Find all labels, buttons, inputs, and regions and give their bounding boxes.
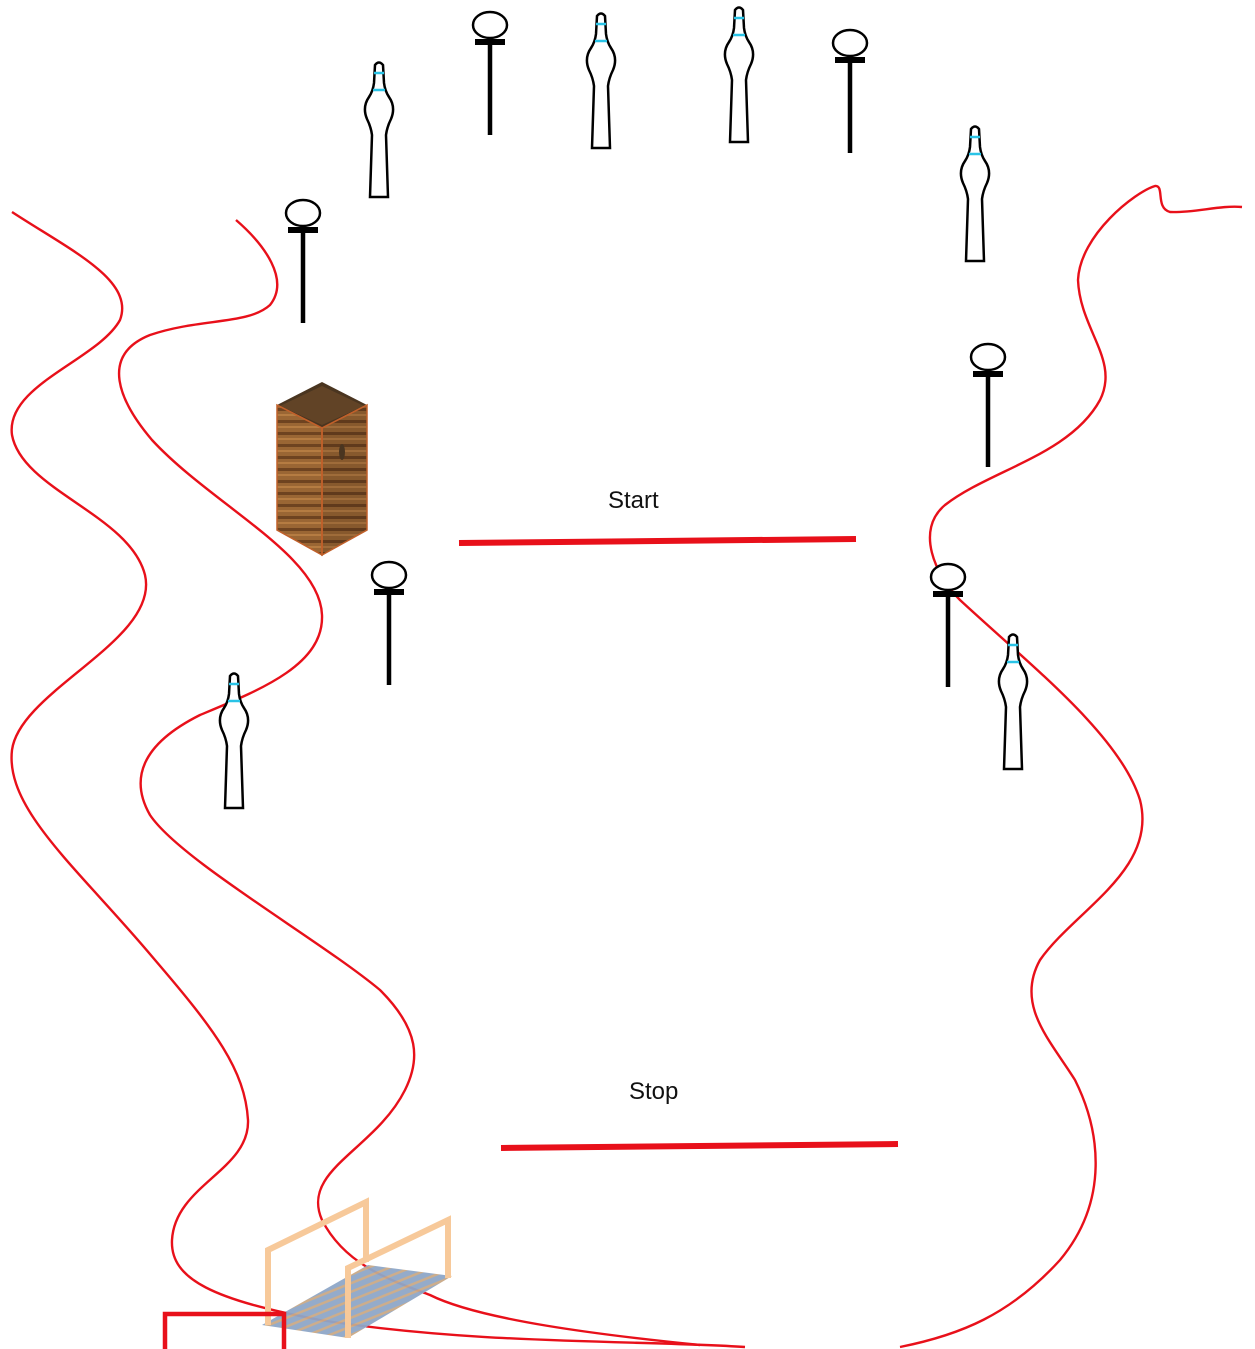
stop-label: Stop <box>629 1078 678 1105</box>
start-line <box>458 536 857 546</box>
bowling-pin-icon <box>585 12 617 150</box>
wooden-crate-icon <box>276 382 368 557</box>
bowling-pin-icon <box>723 6 755 144</box>
bowling-pin-icon <box>363 61 395 199</box>
bowling-pin-icon <box>997 633 1029 771</box>
bowling-pin-icon <box>959 125 991 263</box>
right-boundary <box>899 184 1243 1349</box>
start-label: Start <box>608 487 659 514</box>
lollipop-stand-icon <box>833 30 867 153</box>
stop-line <box>500 1141 899 1151</box>
course-boundary-lines <box>10 184 1243 1349</box>
bottom-left-box <box>162 1311 287 1349</box>
lollipop-stand-icon <box>971 344 1005 467</box>
lollipop-stand-icon <box>286 200 320 323</box>
inner-left-boundary <box>117 219 701 1347</box>
lollipop-stand-icon <box>372 562 406 685</box>
bowling-pin-icon <box>218 672 250 810</box>
lollipop-stand-icon <box>931 564 965 687</box>
hurdle-mat-icon <box>262 1197 452 1338</box>
outer-left-boundary <box>10 210 746 1349</box>
lollipop-stand-icon <box>473 12 507 135</box>
